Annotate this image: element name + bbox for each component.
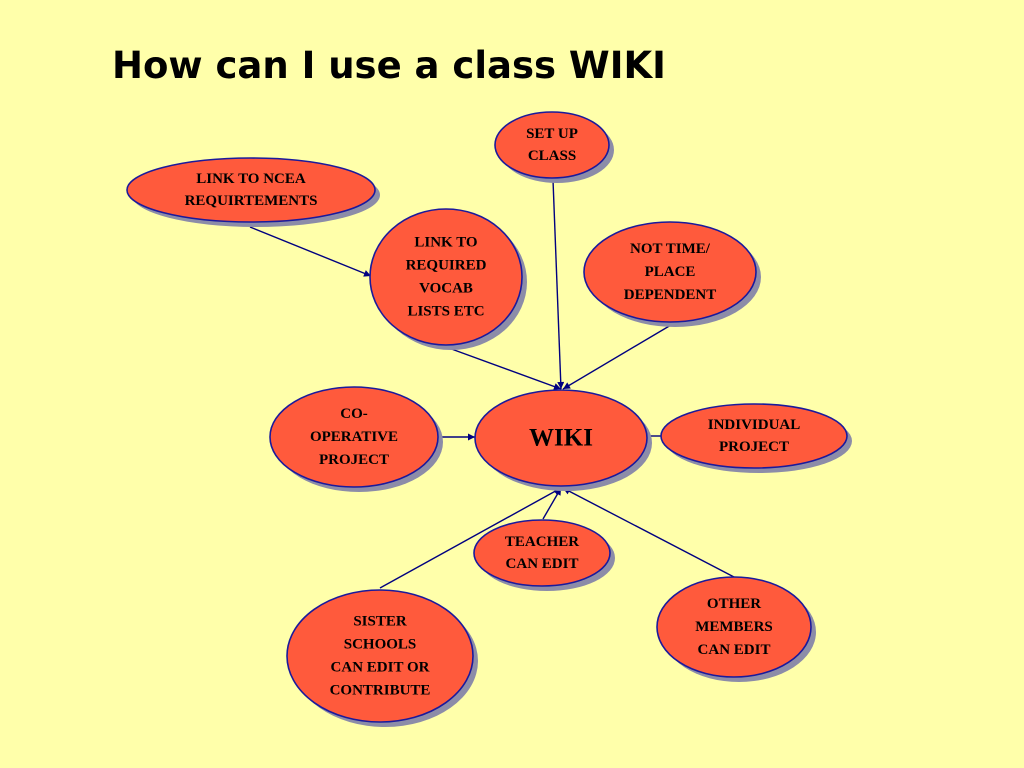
- node-sister: SISTER SCHOOLS CAN EDIT OR CONTRIBUTE: [286, 589, 478, 727]
- node-label-sister: CONTRIBUTE: [330, 683, 431, 699]
- node-label-individual: INDIVIDUAL: [708, 417, 801, 433]
- node-label-vocab: VOCAB: [419, 281, 473, 297]
- node-teacher: TEACHER CAN EDIT: [473, 519, 615, 591]
- node-coop: CO- OPERATIVE PROJECT: [269, 386, 443, 492]
- node-label-time: DEPENDENT: [624, 287, 717, 303]
- arrow-setup-to-wiki: [552, 179, 565, 390]
- arrow-vocab-to-wiki: [445, 346, 562, 390]
- node-ellipse: [656, 576, 812, 678]
- node-ncea: LINK TO NCEA REQUIRTEMENTS: [126, 157, 380, 227]
- node-ellipse: [269, 386, 439, 488]
- node-label-coop: CO-: [340, 406, 368, 422]
- edges: [249, 179, 735, 589]
- node-ellipse: [583, 221, 757, 323]
- node-label-setup: CLASS: [528, 148, 576, 164]
- node-ellipse: [126, 157, 376, 223]
- node-label-coop: OPERATIVE: [310, 429, 398, 445]
- node-vocab: LINK TO REQUIRED VOCAB LISTS ETC: [369, 208, 527, 350]
- node-label-others: OTHER: [707, 596, 761, 612]
- node-label-time: PLACE: [645, 264, 696, 280]
- node-ellipse: [369, 208, 523, 346]
- arrow-others-to-wiki: [562, 487, 735, 578]
- arrow-time-to-wiki: [562, 324, 672, 390]
- node-label-setup: SET UP: [526, 126, 578, 142]
- node-label-coop: PROJECT: [319, 452, 389, 468]
- arrow-sister-to-wiki: [379, 487, 562, 589]
- node-wiki: WIKI: [474, 389, 652, 491]
- node-label-vocab: LINK TO: [414, 235, 477, 251]
- node-ellipse: [286, 589, 474, 723]
- node-label-vocab: REQUIRED: [406, 258, 487, 274]
- node-label-individual: PROJECT: [719, 439, 789, 455]
- node-label-sister: SCHOOLS: [344, 637, 417, 653]
- node-ellipse: [474, 389, 648, 487]
- nodes: WIKI LINK TO NCEA REQUIRTEMENTS SET UP CLASS…: [126, 111, 852, 727]
- node-label-ncea: REQUIRTEMENTS: [185, 193, 318, 209]
- node-label-vocab: LISTS ETC: [407, 304, 484, 320]
- node-label-wiki: WIKI: [529, 425, 593, 452]
- node-individual: INDIVIDUAL PROJECT: [660, 403, 852, 473]
- arrow-ncea-to-vocab: [249, 226, 372, 277]
- node-setup: SET UP CLASS: [494, 111, 614, 183]
- node-label-time: NOT TIME/: [630, 241, 711, 257]
- node-label-sister: SISTER: [353, 614, 407, 630]
- node-ellipse: [494, 111, 610, 179]
- page-title: How can I use a class WIKI: [112, 44, 666, 87]
- node-label-others: CAN EDIT: [698, 642, 771, 658]
- node-label-teacher: TEACHER: [505, 534, 579, 550]
- node-time: NOT TIME/PLACE DEPENDENT: [583, 221, 761, 327]
- node-label-others: MEMBERS: [695, 619, 773, 635]
- node-others: OTHER MEMBERS CAN EDIT: [656, 576, 816, 682]
- node-label-sister: CAN EDIT OR: [331, 660, 430, 676]
- node-ellipse: [473, 519, 611, 587]
- node-ellipse: [660, 403, 848, 469]
- node-label-ncea: LINK TO NCEA: [196, 171, 306, 187]
- node-label-teacher: CAN EDIT: [506, 556, 579, 572]
